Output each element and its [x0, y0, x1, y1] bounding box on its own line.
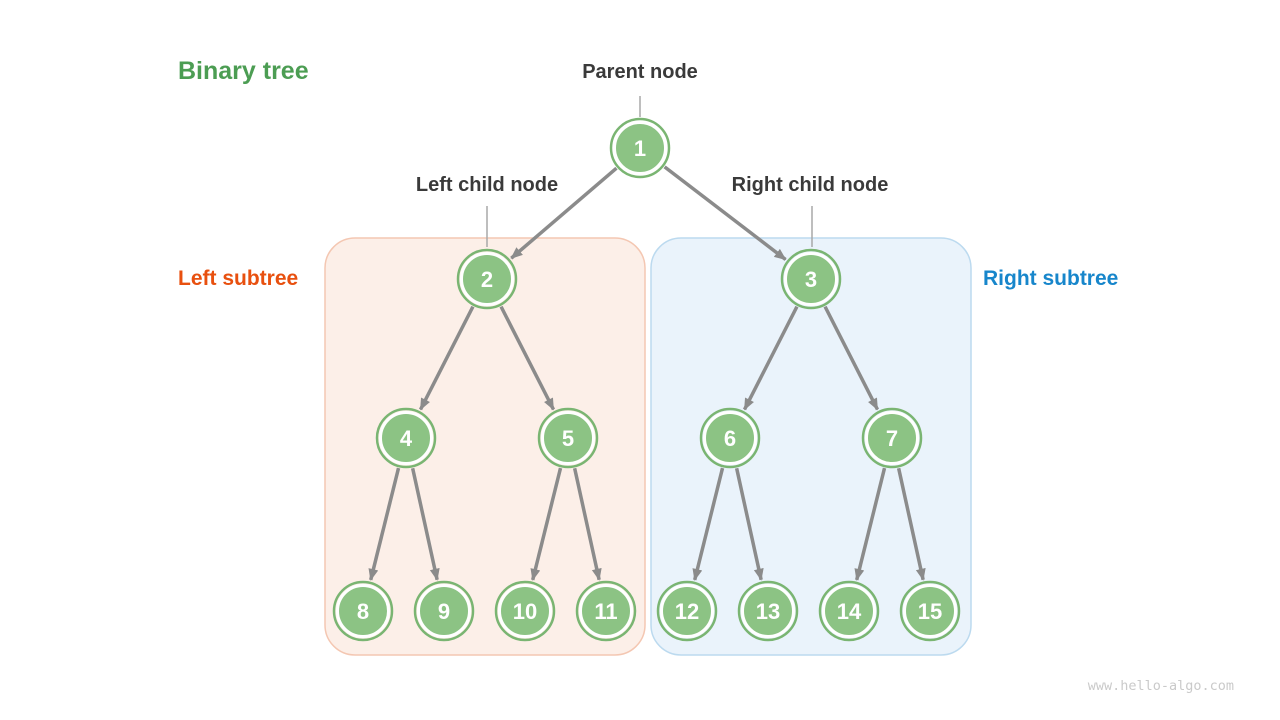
node-value: 13	[756, 599, 780, 624]
node-value: 9	[438, 599, 450, 624]
tree-node-9: 9	[413, 580, 475, 642]
watermark: www.hello-algo.com	[1087, 678, 1234, 694]
node-value: 12	[675, 599, 699, 624]
node-value: 4	[400, 426, 413, 451]
node-value: 15	[918, 599, 942, 624]
tree-node-8: 8	[332, 580, 394, 642]
tree-node-14: 14	[818, 580, 880, 642]
right-subtree-region	[650, 237, 972, 656]
tree-node-5: 5	[537, 407, 599, 469]
parent-node-label: Parent node	[582, 61, 698, 83]
tree-node-11: 11	[575, 580, 637, 642]
diagram-title: Binary tree	[178, 57, 309, 85]
subtree-regions	[324, 237, 972, 656]
tree-node-2: 2	[456, 248, 518, 310]
node-value: 5	[562, 426, 574, 451]
node-value: 10	[513, 599, 537, 624]
tree-node-12: 12	[656, 580, 718, 642]
node-value: 7	[886, 426, 898, 451]
node-value: 8	[357, 599, 369, 624]
node-value: 6	[724, 426, 736, 451]
left-subtree-region	[324, 237, 646, 656]
right-child-node-label: Right child node	[731, 174, 889, 196]
tree-node-4: 4	[375, 407, 437, 469]
left-subtree-label: Left subtree	[178, 267, 299, 290]
tree-edges	[368, 165, 926, 581]
label-pointer-lines	[486, 96, 813, 247]
node-value: 11	[594, 599, 617, 624]
tree-node-6: 6	[699, 407, 761, 469]
right-subtree-label: Right subtree	[983, 267, 1119, 290]
tree-node-13: 13	[737, 580, 799, 642]
node-value: 1	[634, 136, 646, 161]
node-value: 3	[805, 267, 817, 292]
tree-node-3: 3	[780, 248, 842, 310]
tree-node-7: 7	[861, 407, 923, 469]
tree-node-1: 1	[609, 117, 671, 179]
left-child-node-label: Left child node	[415, 174, 559, 196]
tree-node-10: 10	[494, 580, 556, 642]
node-value: 2	[481, 267, 493, 292]
tree-node-15: 15	[899, 580, 961, 642]
node-value: 14	[837, 599, 862, 624]
